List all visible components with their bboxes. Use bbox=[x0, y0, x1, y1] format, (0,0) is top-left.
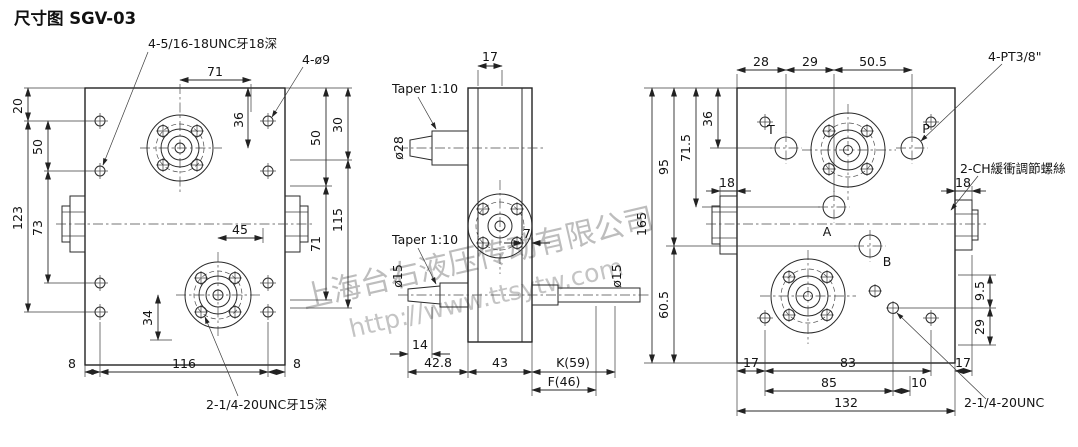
side-dim-14: 14 bbox=[412, 337, 428, 352]
front-dim-right-71: 71 bbox=[308, 236, 323, 252]
rear-dim-17-right: 17 bbox=[955, 355, 971, 370]
side-dim-42-8: 42.8 bbox=[424, 355, 452, 370]
front-dim-45: 45 bbox=[232, 222, 248, 237]
rear-view: 4-PT3/8" 2-CH緩衝調節螺絲 2-1/4-20UNC T P A B … bbox=[634, 49, 1066, 416]
rear-note-bottom-thread: 2-1/4-20UNC bbox=[964, 395, 1044, 410]
port-p-circle bbox=[895, 131, 929, 165]
rear-dim-10: 10 bbox=[911, 375, 927, 390]
side-dia-28: ø28 bbox=[391, 136, 406, 160]
side-dim-17: 17 bbox=[482, 49, 498, 64]
rear-view-centerlines bbox=[706, 104, 986, 344]
front-dim-20: 20 bbox=[10, 98, 25, 114]
port-label-a: A bbox=[823, 224, 832, 239]
port-label-b: B bbox=[883, 254, 892, 269]
rear-dim-95: 95 bbox=[656, 159, 671, 175]
side-dim-k59: K(59) bbox=[556, 355, 590, 370]
port-label-t: T bbox=[766, 122, 775, 137]
front-note-bottom-thread: 2-1/4-20UNC牙15深 bbox=[206, 397, 327, 412]
side-dia-15-left: ø15 bbox=[390, 264, 405, 288]
front-view-centerlines bbox=[56, 84, 314, 338]
rear-dim-18-left: 18 bbox=[719, 175, 735, 190]
front-dim-123: 123 bbox=[10, 206, 25, 230]
rear-dim-29: 29 bbox=[802, 54, 818, 69]
port-a-circle bbox=[817, 190, 851, 224]
front-dim-71: 71 bbox=[207, 64, 223, 79]
rear-dim-28: 28 bbox=[753, 54, 769, 69]
front-dim-50: 50 bbox=[30, 139, 45, 155]
rear-dim-17-left: 17 bbox=[743, 355, 759, 370]
side-view: Taper 1:10 Taper 1:10 ø28 ø15 ø15 17 7 1… bbox=[390, 49, 650, 396]
front-dim-73: 73 bbox=[30, 220, 45, 236]
front-view: 4-5/16-18UNC牙18深 4-ø9 2-1/4-20UNC牙15深 71… bbox=[10, 36, 352, 412]
rear-dim-29-right: 29 bbox=[972, 319, 987, 335]
rear-dim-60-5: 60.5 bbox=[656, 291, 671, 319]
front-dim-right-30: 30 bbox=[330, 117, 345, 133]
drawing-title: 尺寸图 SGV-03 bbox=[14, 8, 136, 28]
front-dim-36: 36 bbox=[231, 112, 246, 128]
side-dim-43: 43 bbox=[492, 355, 508, 370]
side-note-taper-top: Taper 1:10 bbox=[391, 81, 458, 96]
rear-dim-36: 36 bbox=[700, 111, 715, 127]
port-b-circle bbox=[853, 229, 887, 263]
rear-ports bbox=[769, 131, 929, 263]
side-view-flange bbox=[467, 193, 533, 259]
front-view-dimension-lines bbox=[24, 51, 352, 397]
front-dim-right-115: 115 bbox=[330, 208, 345, 232]
front-dim-right-50: 50 bbox=[308, 130, 323, 146]
front-note-top-thread: 4-5/16-18UNC牙18深 bbox=[148, 36, 277, 51]
side-note-taper-bottom: Taper 1:10 bbox=[391, 232, 458, 247]
rear-view-dimension-lines bbox=[644, 63, 1003, 416]
rear-view-outline bbox=[711, 87, 979, 364]
rear-dim-83: 83 bbox=[840, 355, 856, 370]
front-dim-116: 116 bbox=[172, 356, 196, 371]
front-note-corner-holes: 4-ø9 bbox=[302, 52, 330, 67]
side-dim-7: 7 bbox=[523, 226, 531, 241]
front-dim-8-left: 8 bbox=[68, 356, 76, 371]
port-label-p: P bbox=[922, 121, 930, 136]
rear-dim-71-5: 71.5 bbox=[678, 134, 693, 162]
front-dim-8-right: 8 bbox=[293, 356, 301, 371]
rear-dim-18-right: 18 bbox=[955, 175, 971, 190]
side-dim-f46: F(46) bbox=[548, 374, 581, 389]
side-dia-15-right: ø15 bbox=[609, 264, 624, 288]
rear-dim-50-5: 50.5 bbox=[859, 54, 887, 69]
rear-dim-9-5: 9.5 bbox=[972, 281, 987, 301]
front-dim-34: 34 bbox=[140, 310, 155, 326]
rear-dim-132: 132 bbox=[834, 395, 858, 410]
side-view-dimension-lines bbox=[390, 63, 616, 396]
rear-dim-85: 85 bbox=[821, 375, 837, 390]
rear-note-buffer-screws: 2-CH緩衝調節螺絲 bbox=[960, 161, 1066, 176]
rear-dim-165: 165 bbox=[634, 212, 649, 236]
rear-note-ports: 4-PT3/8" bbox=[988, 49, 1042, 64]
